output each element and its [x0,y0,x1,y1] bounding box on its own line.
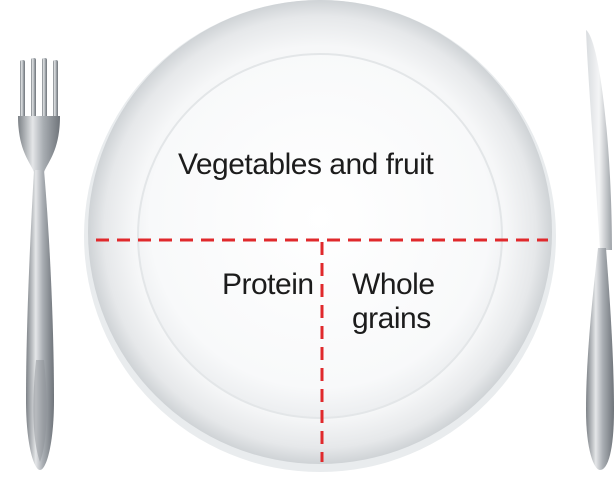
fork-icon [18,58,60,470]
whole-grains-label: Whole grains [352,268,462,336]
plate-icon [84,0,556,472]
protein-label: Protein [222,268,314,302]
knife-icon [586,30,614,470]
vegetables-fruit-label: Vegetables and fruit [178,148,468,182]
